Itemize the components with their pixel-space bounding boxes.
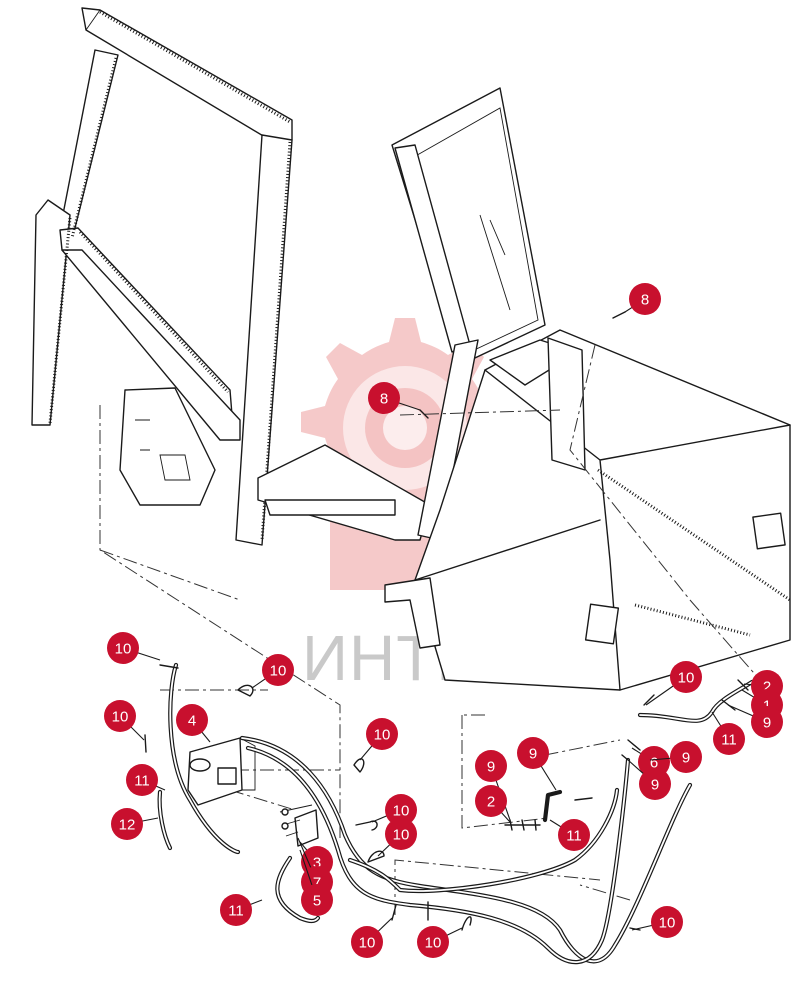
callout-label: 10 bbox=[393, 827, 410, 844]
callout-8-b: 8 bbox=[368, 382, 400, 414]
callout-circle bbox=[351, 926, 383, 958]
callout-9-a: 9 bbox=[517, 737, 549, 769]
callout-10-c: 10 bbox=[104, 700, 136, 732]
callout-10-d: 10 bbox=[366, 718, 398, 750]
callout-circle bbox=[417, 926, 449, 958]
fittings bbox=[144, 311, 749, 931]
callout-9-e: 9 bbox=[639, 768, 671, 800]
callout-circle bbox=[104, 700, 136, 732]
callout-circle bbox=[126, 764, 158, 796]
callouts: 1010104101112101037511101088992111011219… bbox=[104, 283, 783, 958]
callout-8-a: 8 bbox=[629, 283, 661, 315]
callout-label: 5 bbox=[313, 893, 321, 910]
callout-circle bbox=[366, 718, 398, 750]
callout-label: 9 bbox=[763, 715, 771, 732]
washer-hoses bbox=[157, 662, 755, 965]
callout-10-h: 10 bbox=[417, 926, 449, 958]
callout-label: 10 bbox=[678, 670, 695, 687]
callout-label: 6 bbox=[650, 755, 658, 772]
callout-label: 10 bbox=[270, 663, 287, 680]
callout-circle bbox=[475, 750, 507, 782]
callout-9-d: 9 bbox=[670, 741, 702, 773]
callout-circle bbox=[111, 808, 143, 840]
callout-11-a: 11 bbox=[126, 764, 158, 796]
callout-circle bbox=[639, 768, 671, 800]
callout-label: 9 bbox=[651, 777, 659, 794]
callout-circle bbox=[558, 819, 590, 851]
assembly-lines bbox=[99, 344, 761, 915]
callout-11-d: 11 bbox=[713, 723, 745, 755]
callout-12: 12 bbox=[111, 808, 143, 840]
callout-label: 9 bbox=[529, 746, 537, 763]
callout-label: 9 bbox=[682, 750, 690, 767]
callout-5: 5 bbox=[301, 884, 333, 916]
callout-label: 11 bbox=[566, 828, 582, 845]
callout-circle bbox=[651, 906, 683, 938]
callout-circle bbox=[301, 884, 333, 916]
callout-circle bbox=[262, 654, 294, 686]
callout-label: 12 bbox=[119, 817, 136, 834]
washer-reservoir bbox=[187, 737, 256, 806]
rollover-frame bbox=[31, 7, 431, 546]
callout-10-e: 10 bbox=[385, 794, 417, 826]
callout-2-a: 2 bbox=[475, 785, 507, 817]
callout-circle bbox=[629, 283, 661, 315]
callout-label: 7 bbox=[313, 875, 321, 892]
callout-label: 10 bbox=[393, 803, 410, 820]
callout-label: 4 bbox=[188, 713, 196, 730]
callout-circle bbox=[385, 794, 417, 826]
callout-11-c: 11 bbox=[558, 819, 590, 851]
callout-circle bbox=[176, 704, 208, 736]
callout-circle bbox=[368, 382, 400, 414]
callout-label: 11 bbox=[134, 773, 150, 790]
callout-label: 10 bbox=[359, 935, 376, 952]
callout-label: 2 bbox=[763, 679, 771, 696]
callout-10-f: 10 bbox=[385, 818, 417, 850]
callout-circle bbox=[517, 737, 549, 769]
callout-10-g: 10 bbox=[351, 926, 383, 958]
callout-circle bbox=[385, 818, 417, 850]
callout-circle bbox=[670, 741, 702, 773]
callout-label: 8 bbox=[380, 391, 388, 408]
callout-label: 10 bbox=[659, 915, 676, 932]
callout-circle bbox=[107, 632, 139, 664]
washer-pump bbox=[279, 804, 319, 847]
callout-circle bbox=[713, 723, 745, 755]
side-panel-assembly bbox=[384, 87, 791, 691]
callout-label: 10 bbox=[115, 641, 132, 658]
callout-circle bbox=[220, 894, 252, 926]
callout-label: 3 bbox=[313, 855, 321, 872]
callout-4: 4 bbox=[176, 704, 208, 736]
callout-circle bbox=[670, 661, 702, 693]
callout-label: 2 bbox=[487, 794, 495, 811]
callout-10-b: 10 bbox=[262, 654, 294, 686]
callout-label: 9 bbox=[487, 759, 495, 776]
callout-label: 10 bbox=[374, 727, 391, 744]
callout-label: 8 bbox=[641, 292, 649, 309]
callout-label: 10 bbox=[112, 709, 129, 726]
callout-9-b: 9 bbox=[475, 750, 507, 782]
callout-10-j: 10 bbox=[651, 906, 683, 938]
callout-9-c: 9 bbox=[751, 706, 783, 738]
callout-11-b: 11 bbox=[220, 894, 252, 926]
callout-10-a: 10 bbox=[107, 632, 139, 664]
callout-label: 11 bbox=[228, 903, 244, 920]
callout-label: 10 bbox=[425, 935, 442, 952]
callout-label: 11 bbox=[721, 732, 737, 749]
callout-circle bbox=[475, 785, 507, 817]
callout-10-i: 10 bbox=[670, 661, 702, 693]
callout-circle bbox=[751, 706, 783, 738]
